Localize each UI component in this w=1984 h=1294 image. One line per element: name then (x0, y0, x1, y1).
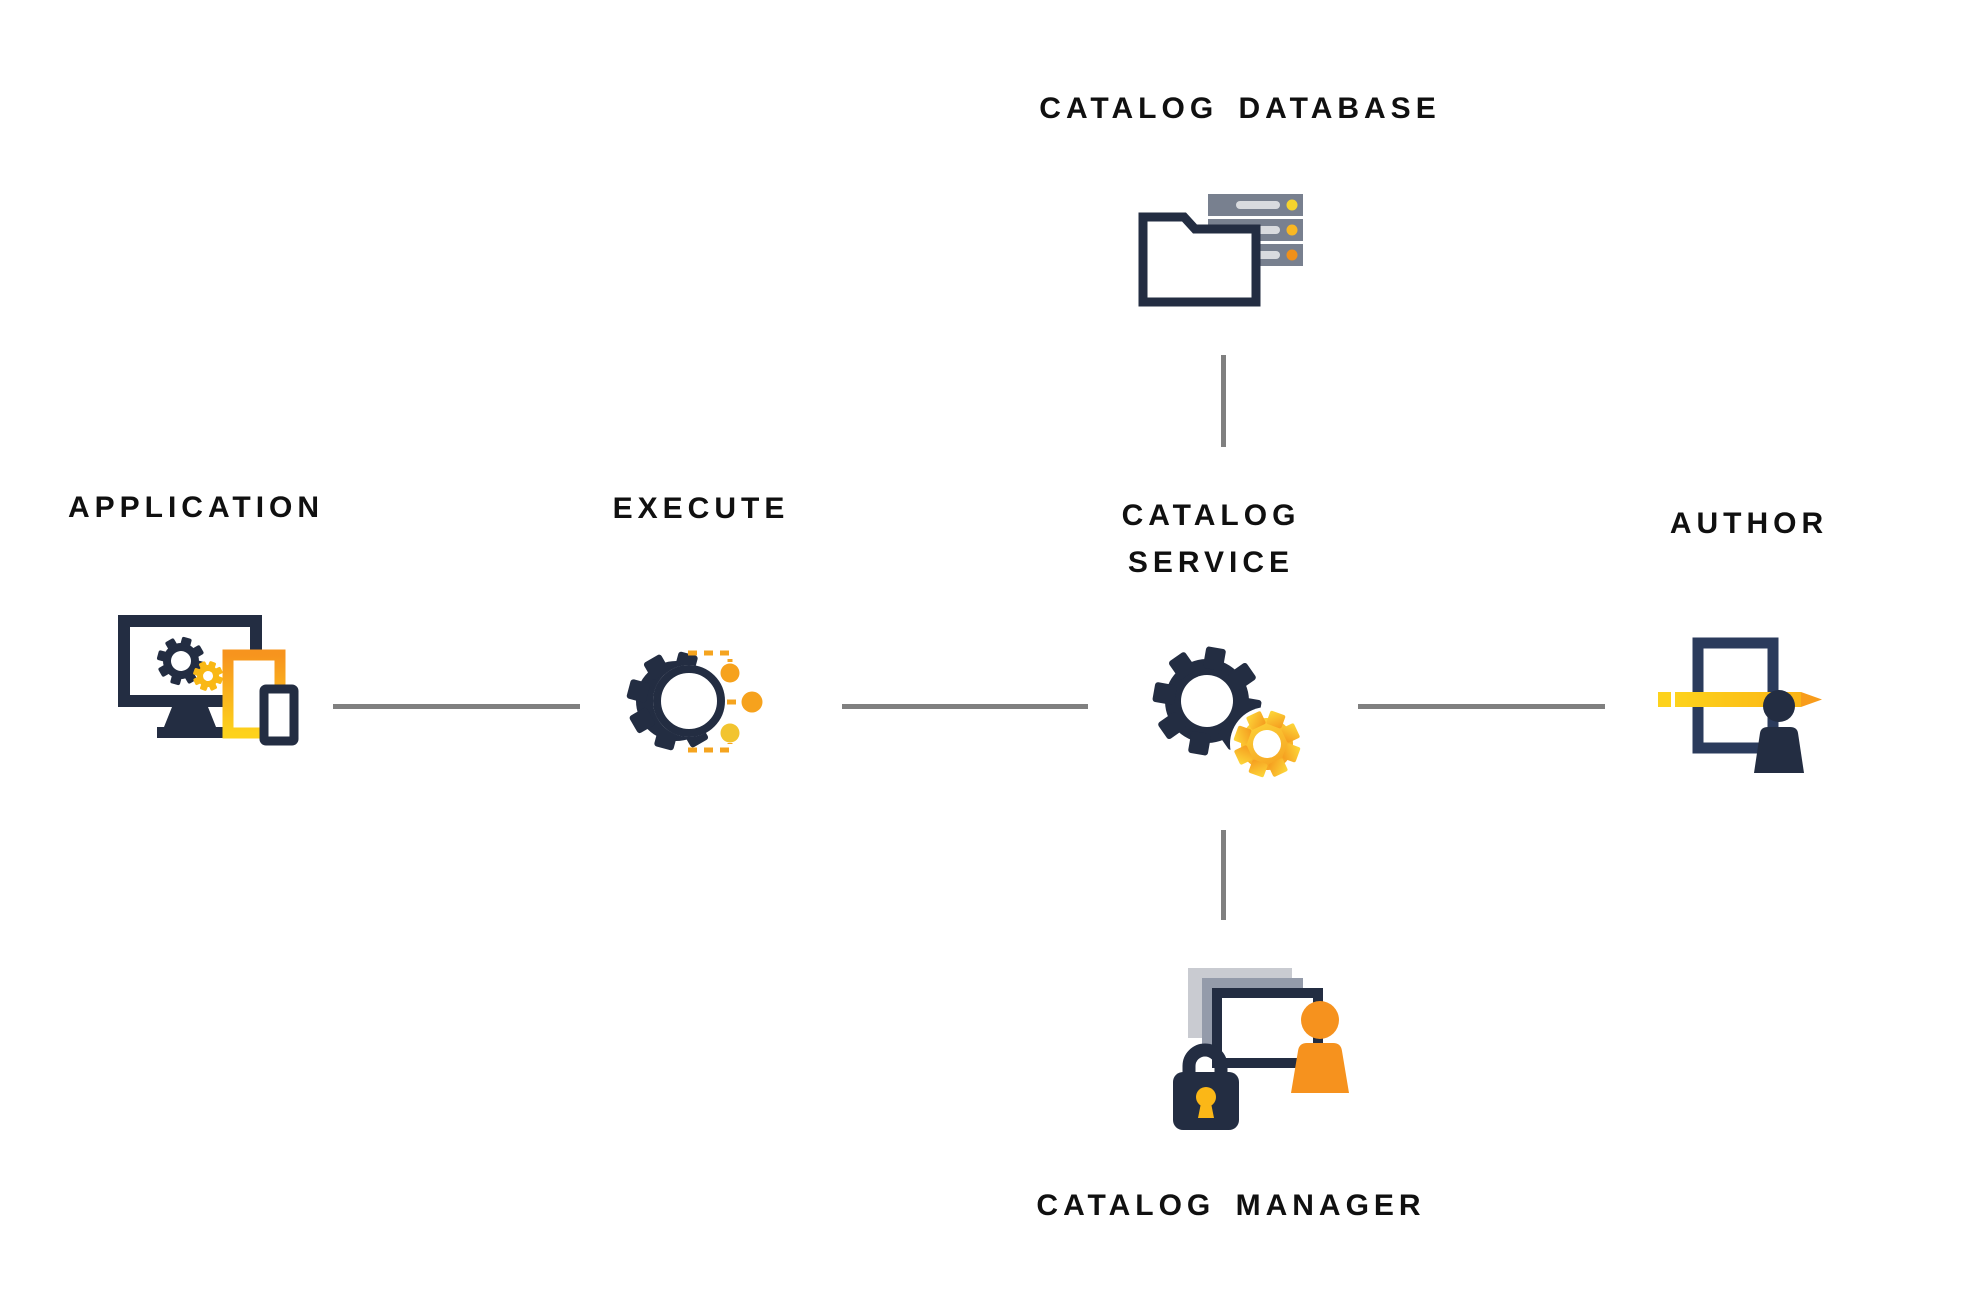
label-catalog-service: CATALOG SERVICE (1121, 499, 1301, 579)
flow-dot-middle (741, 691, 763, 713)
dashed-flow-lines (688, 650, 740, 753)
small-gear-icon (1230, 707, 1304, 780)
person-icon (1291, 1001, 1349, 1093)
pencil-icon (1658, 692, 1822, 707)
connector-service-author (1358, 704, 1605, 709)
double-gear-icon (1152, 646, 1304, 780)
person-icon (1754, 690, 1804, 773)
folder-icon (1138, 212, 1261, 307)
locked-screens-user-icon (1173, 968, 1349, 1130)
gear-output-flow-icon (626, 650, 763, 753)
label-execute: EXECUTE (612, 492, 790, 525)
label-catalog-database: CATALOG DATABASE (1039, 92, 1441, 125)
label-application: APPLICATION (67, 491, 325, 524)
connector-database-service (1221, 355, 1226, 447)
label-catalog-manager: CATALOG MANAGER (1036, 1189, 1426, 1222)
phone-icon (259, 684, 299, 746)
devices-gears-icon (118, 615, 299, 746)
folder-server-icon (1138, 194, 1303, 307)
label-author: AUTHOR (1669, 507, 1829, 540)
connector-service-manager (1221, 830, 1226, 920)
connector-application-execute (333, 704, 580, 709)
small-gear-icon (193, 661, 223, 691)
connector-execute-service (842, 704, 1088, 709)
flow-dot-top (720, 663, 740, 683)
large-gear-icon (1152, 646, 1262, 756)
document-pencil-user-icon (1658, 637, 1822, 773)
half-gear-icon (626, 651, 725, 751)
flow-dot-bottom (720, 723, 740, 743)
padlock-icon (1173, 1043, 1239, 1130)
